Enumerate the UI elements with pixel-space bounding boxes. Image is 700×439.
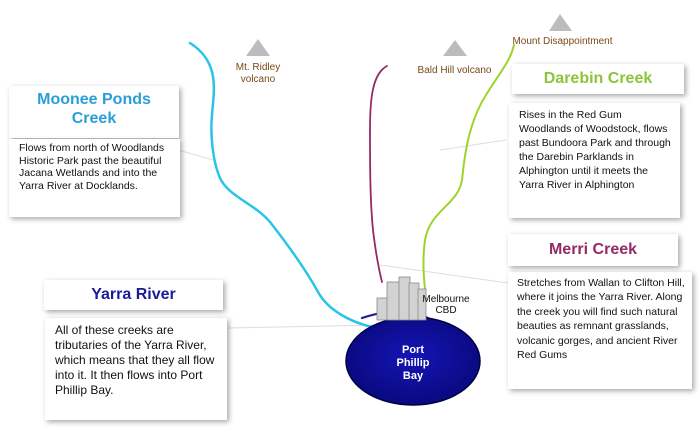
merri-description: Stretches from Wallan to Clifton Hill, w… (508, 272, 692, 389)
mount-disappointment-label: Mount Disappointment (512, 36, 613, 47)
bald-hill-label: Bald Hill volcano (417, 65, 492, 76)
melbourne-cbd-label: Melbourne CBD (422, 294, 470, 316)
merri-title: Merri Creek (508, 234, 678, 266)
melbourne-cbd-buildings (376, 276, 427, 321)
connector-lines (177, 139, 509, 329)
mount-disappointment-mountain (549, 14, 572, 31)
mt-ridley-mountain (246, 39, 270, 56)
darebin-description: Rises in the Red Gum Woodlands of Woodst… (509, 103, 680, 218)
darebin-title: Darebin Creek (512, 64, 684, 94)
moonee-ponds-description: Flows from north of Woodlands Historic P… (9, 139, 180, 217)
merri-creek-line (369, 65, 388, 283)
bald-hill-mountain (443, 40, 467, 56)
moonee-ponds-title: Moonee Ponds Creek (9, 86, 179, 138)
port-phillip-bay-label: Port Phillip Bay (396, 344, 430, 382)
mt-ridley-label: Mt. Ridley volcano (235, 62, 281, 85)
yarra-description: All of these creeks are tributaries of t… (45, 318, 227, 420)
yarra-title: Yarra River (44, 280, 223, 310)
darebin-creek-line (422, 44, 515, 301)
